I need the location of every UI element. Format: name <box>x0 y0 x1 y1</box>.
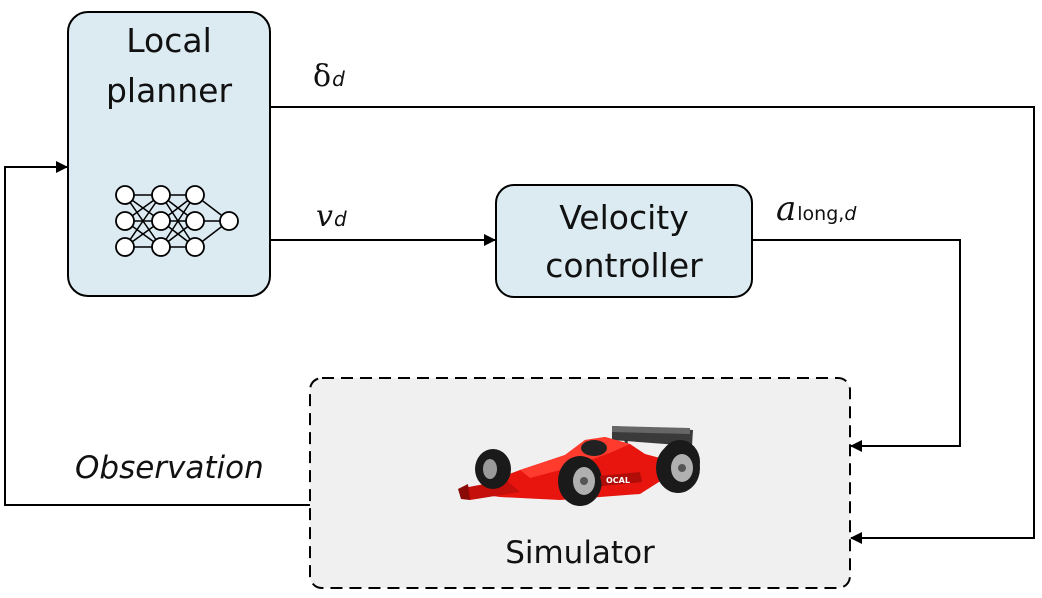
local-planner-label-line1: Local <box>126 21 212 60</box>
delta-subscript: d <box>332 67 345 91</box>
velocity-controller-label-line2: controller <box>545 246 703 285</box>
velocity-controller-label-line1: Velocity <box>559 198 688 237</box>
race-car-icon: OCAL <box>458 426 700 506</box>
svg-text:vd: vd <box>316 199 347 234</box>
svg-text:along,d: along,d <box>776 189 857 229</box>
delta-signal-line <box>270 106 1035 544</box>
velocity-symbol: v <box>316 199 333 234</box>
delta-symbol: δ <box>313 59 331 94</box>
velocity-label: vd <box>316 199 347 234</box>
local-planner-label-line2: planner <box>106 71 232 110</box>
acceleration-label: along,d <box>776 189 857 229</box>
local-planner-block: Local planner <box>67 11 271 297</box>
neural-network-icon <box>115 185 239 257</box>
car-livery-text: OCAL <box>606 476 630 485</box>
velocity-subscript: d <box>334 207 347 231</box>
simulator-block: Simulator <box>309 377 851 589</box>
acceleration-subscript-italic: d <box>844 203 857 225</box>
observation-feedback-line <box>4 161 310 506</box>
simulator-label: Simulator <box>505 535 655 571</box>
acceleration-symbol: a <box>776 189 796 229</box>
acceleration-subscript-plain: long, <box>797 203 844 225</box>
observation-label: Observation <box>75 450 264 486</box>
velocity-controller-block: Velocity controller <box>495 184 753 298</box>
delta-label: δd <box>313 59 345 94</box>
svg-text:δd: δd <box>313 59 345 94</box>
acceleration-signal-line <box>752 239 961 452</box>
